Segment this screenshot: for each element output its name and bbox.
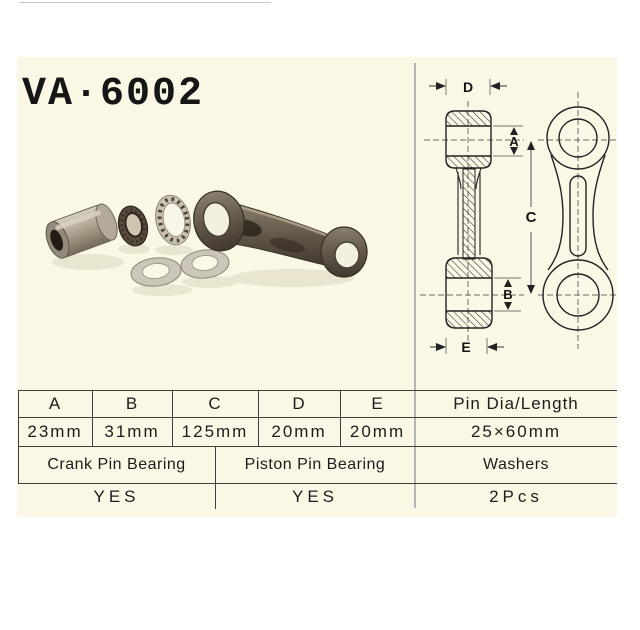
component-header-washers: Washers (482, 455, 550, 473)
washer-photo (180, 249, 230, 279)
dim-header-pin: Pin Dia/Length (453, 393, 579, 413)
table-line (18, 483, 617, 484)
dim-value-e: 20mm (349, 421, 406, 441)
needle-bearing-photo (117, 205, 149, 247)
parts-photo (45, 190, 368, 296)
table-line (92, 390, 93, 446)
label-d: D (463, 79, 473, 95)
table-line (340, 390, 341, 446)
scan-edge-line (19, 2, 271, 3)
component-value-piston-pin-bearing: YES (291, 486, 339, 506)
panel-divider-line (414, 63, 416, 508)
dimension-c: C (526, 141, 537, 294)
dim-value-pin: 25×60mm (470, 421, 562, 441)
washer-photo (130, 257, 182, 287)
table-line (18, 390, 617, 391)
dimension-b: B (494, 277, 521, 312)
component-value-crank-pin-bearing: YES (93, 486, 140, 506)
crank-pin-photo (45, 203, 118, 259)
rod-front-view (542, 106, 614, 331)
product-code: VA·6002 (22, 72, 205, 117)
photo-shadows (52, 244, 354, 296)
connecting-rod-photo (193, 190, 368, 278)
label-e: E (461, 339, 470, 355)
dimension-diagram: D A B C E (420, 79, 618, 355)
dimension-d: D (429, 79, 507, 95)
rod-side-view (445, 110, 493, 329)
component-value-washers: 2Pcs (489, 486, 543, 506)
dimension-a: A (493, 125, 523, 157)
table-line (18, 417, 617, 418)
dim-value-c: 125mm (181, 421, 249, 441)
component-header-piston-pin-bearing: Piston Pin Bearing (244, 455, 386, 473)
dim-value-b: 31mm (104, 421, 160, 441)
dimension-e: E (430, 338, 504, 355)
dim-header-e: E (371, 393, 384, 413)
dim-header-d: D (292, 393, 306, 413)
dim-value-d: 20mm (271, 421, 327, 441)
table-line (172, 390, 173, 446)
dim-header-a: A (48, 393, 62, 413)
component-header-crank-pin-bearing: Crank Pin Bearing (47, 455, 186, 473)
dim-value-a: 23mm (27, 421, 83, 441)
label-b: B (503, 287, 512, 302)
table-line (258, 390, 259, 446)
table-line (215, 446, 216, 509)
dim-header-b: B (125, 393, 139, 413)
table-line (18, 446, 617, 447)
bearing-cage-photo (155, 194, 191, 246)
table-line (18, 390, 19, 483)
label-a: A (509, 134, 519, 149)
label-c: C (526, 209, 537, 226)
dim-header-c: C (208, 393, 222, 413)
